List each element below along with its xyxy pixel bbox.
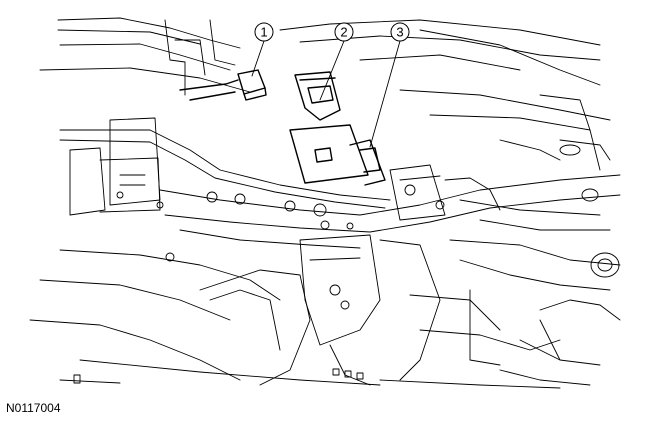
callout-3: 3 [390,22,410,42]
callout-2-label: 2 [340,25,347,40]
callout-1: 1 [254,22,274,42]
vehicle-floor-structure [29,17,621,389]
callout-leaders [251,40,401,148]
callout-1-label: 1 [260,25,267,40]
module-assembly [179,69,386,186]
callout-2: 2 [334,22,354,42]
figure-code: N0117004 [6,401,61,415]
callout-3-label: 3 [396,25,403,40]
